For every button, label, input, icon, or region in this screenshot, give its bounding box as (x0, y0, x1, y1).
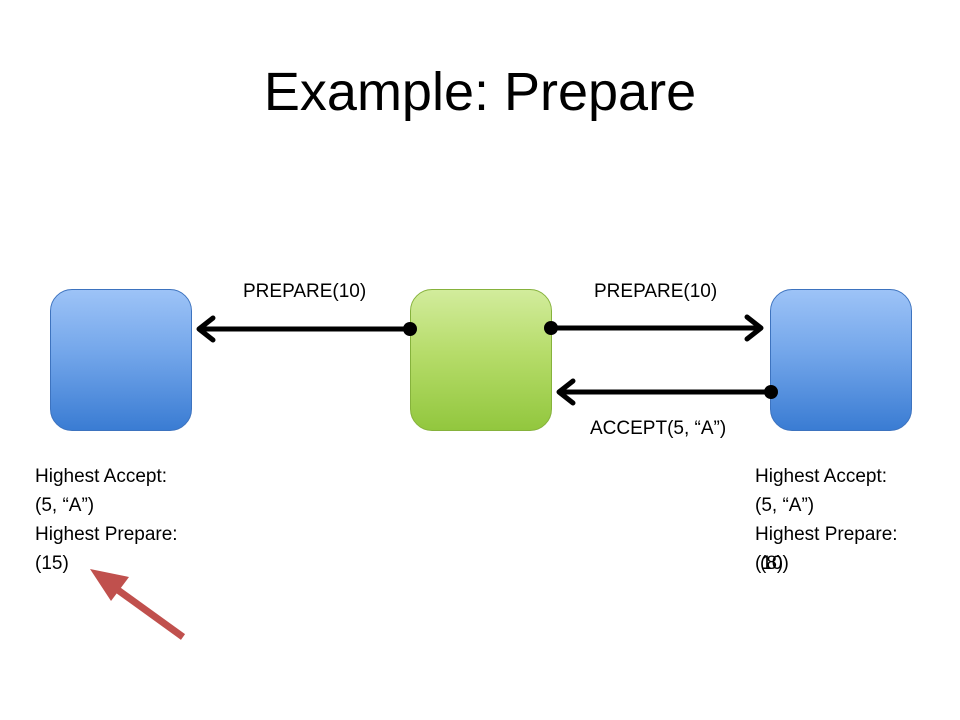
left-highest-prepare-value: (15) (35, 553, 69, 574)
right-highest-prepare-value-row: (10) (8) (755, 549, 898, 578)
left-highest-accept-value: (5, “A”) (35, 495, 95, 516)
left-highest-accept-label: Highest Accept: (35, 466, 168, 487)
slide-title: Example: Prepare (263, 62, 697, 122)
right-acceptor-state: Highest Accept: (5, “A”) Highest Prepare… (755, 462, 898, 578)
prepare-arrow-left (196, 315, 417, 343)
acceptor-node-right (770, 289, 912, 431)
left-highest-prepare-label: Highest Prepare: (35, 524, 178, 545)
accept-message: ACCEPT(5, “A”) (590, 418, 727, 439)
left-acceptor-state: Highest Accept: (5, “A”) Highest Prepare… (35, 462, 178, 578)
right-highest-accept-label: Highest Accept: (755, 466, 888, 487)
right-overwritten-prepare-value: (8) (760, 553, 784, 574)
right-highest-prepare-value: (10) (755, 553, 789, 574)
prepare-message-left: PREPARE(10) (243, 281, 367, 302)
acceptor-node-left (50, 289, 192, 431)
right-highest-prepare-label: Highest Prepare: (755, 524, 898, 545)
prepare-arrow-right (544, 314, 764, 342)
highlight-arrow (90, 569, 186, 640)
prepare-message-right: PREPARE(10) (594, 281, 718, 302)
right-highest-accept-value: (5, “A”) (755, 495, 815, 516)
accept-arrow (556, 378, 778, 406)
proposer-node (410, 289, 552, 431)
